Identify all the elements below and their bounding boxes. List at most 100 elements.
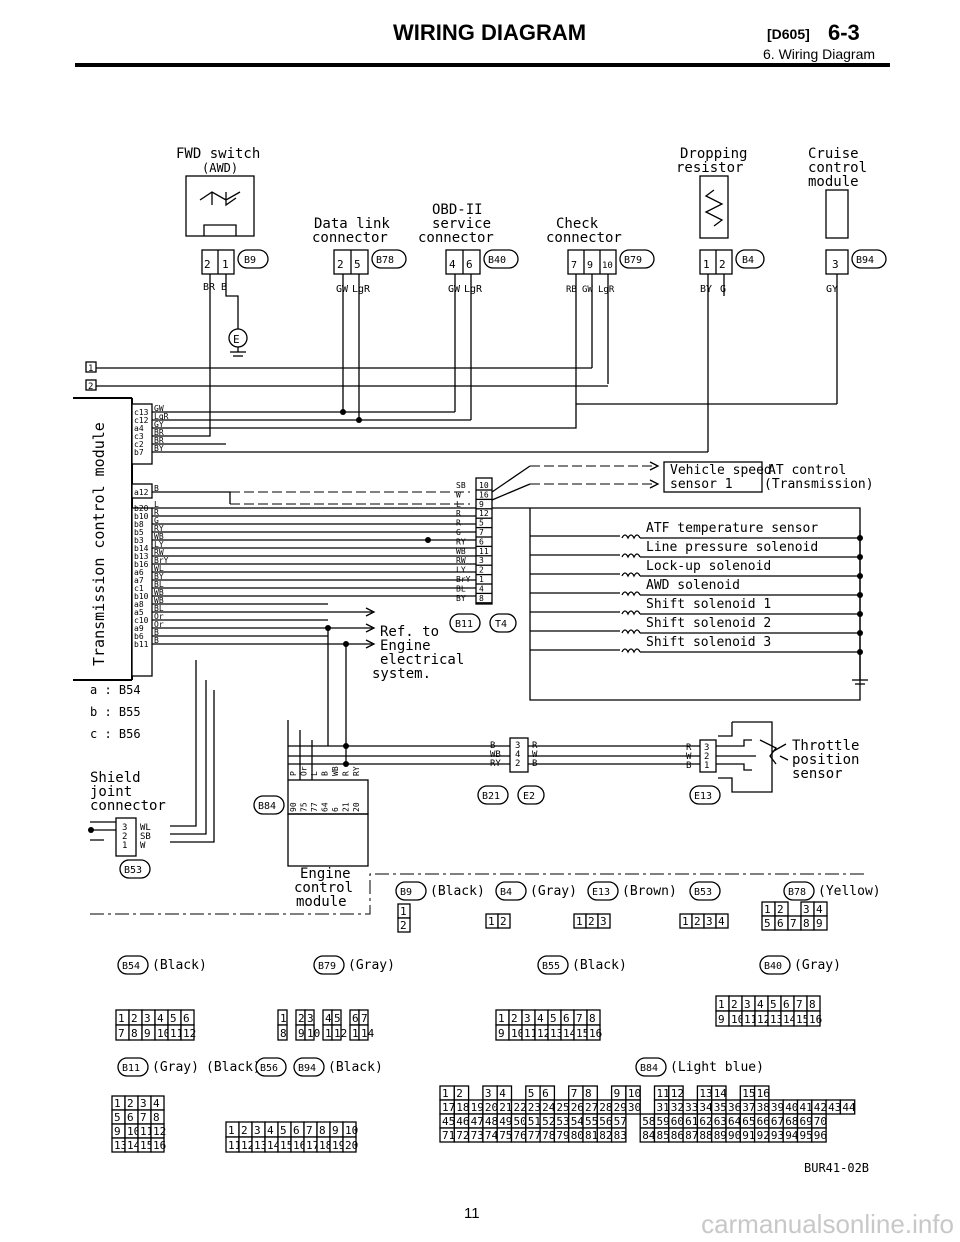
- legend-b84-grid-cell: 29: [614, 1101, 627, 1114]
- b84-pin-2: 77: [310, 802, 319, 812]
- legend-b56-grid-cell: 9: [332, 1124, 339, 1137]
- legend-b94-tag: B94: [293, 1057, 325, 1077]
- legend-b84-grid-cell: 82: [599, 1129, 612, 1142]
- legend-b54-grid-cell: 8: [131, 1027, 138, 1040]
- b21-right-color-1: W: [532, 750, 538, 760]
- tcm-pin-14: b16: [134, 560, 149, 569]
- legend-b54-grid-cell: 10: [157, 1027, 170, 1040]
- b11-pin-0: 10: [479, 481, 489, 490]
- dropping-label-2: resistor: [676, 160, 743, 176]
- legend-b84-grid-cell: 26: [571, 1101, 584, 1114]
- legend-e13-grid-cell: 1: [576, 915, 583, 928]
- legend-b84-grid-cell: 69: [800, 1115, 813, 1128]
- engine-label-2: control: [294, 880, 353, 896]
- b84-wire-color-6: RY: [352, 766, 361, 776]
- tcm-wire-color-3: BR: [154, 428, 164, 437]
- legend-b55-grid-cell: 1: [498, 1012, 505, 1025]
- b11-wire-color-8: RW: [456, 556, 466, 565]
- legend-b55-grid-cell: 9: [498, 1027, 505, 1040]
- bus-2: 2: [85, 379, 608, 392]
- legend-b11-grid-cell: 10: [127, 1125, 140, 1138]
- shield-wire-color-1: SB: [140, 832, 151, 842]
- dropping-label-1: Dropping: [680, 146, 747, 162]
- legend-b84-grid-cell: 64: [728, 1115, 742, 1128]
- dropping-wire-by: BY: [700, 284, 712, 295]
- b78-tag: B78: [371, 249, 407, 269]
- legend-b84-grid-cell: 68: [785, 1115, 798, 1128]
- legend-b84-grid-cell: 83: [614, 1129, 627, 1142]
- legend-b84-grid-cell: 32: [671, 1101, 684, 1114]
- tcm-wire-color-2: GY: [154, 420, 164, 429]
- legend-b84-grid-cell: 4: [499, 1087, 506, 1100]
- fwd-switch-symbol: [185, 175, 255, 237]
- t4-tag: T4: [489, 613, 517, 633]
- b11-wire-color-2: L: [456, 500, 461, 509]
- svg-text:B94: B94: [856, 255, 874, 266]
- legend-b84-grid-cell: 87: [685, 1129, 698, 1142]
- b9-tag: B9: [237, 249, 269, 269]
- legend-b11-grid-cell: 3: [140, 1097, 147, 1110]
- solenoid-coil-1: [621, 553, 641, 559]
- svg-text:B4: B4: [742, 255, 754, 266]
- legend-e13-tag: E13: [587, 881, 619, 901]
- connector-key-2: c : B56: [90, 727, 141, 741]
- b11-wire-color-0: SB: [456, 481, 466, 490]
- svg-text:6: 6: [466, 258, 473, 271]
- b9-pin-2: 2: [204, 258, 211, 271]
- svg-text:B84: B84: [258, 801, 276, 812]
- legend-b78-grid-cell: 9: [816, 917, 823, 930]
- bus-1: 1: [85, 361, 592, 374]
- legend-b55-grid-cell: 11: [524, 1027, 537, 1040]
- legend-b56-grid-cell: 7: [306, 1124, 313, 1137]
- svg-text:9: 9: [587, 260, 593, 271]
- legend-b11-grid-cell: 11: [140, 1125, 153, 1138]
- legend-b11-grid-cell: 4: [153, 1097, 160, 1110]
- tcm-wire-color-1: LgR: [154, 412, 169, 421]
- b84-pin-1: 75: [300, 802, 309, 812]
- b11-pin-3: 12: [479, 509, 489, 518]
- data-link-label-2: connector: [312, 230, 388, 246]
- resistor-zigzag: [704, 189, 724, 227]
- svg-text:B4: B4: [500, 887, 512, 898]
- legend-b11-color: (Gray): [152, 1060, 199, 1075]
- legend-b54-grid-cell: 7: [118, 1027, 125, 1040]
- cruise-label-2: control: [808, 160, 867, 176]
- legend-b11-grid-cell: 14: [127, 1139, 141, 1152]
- b11-pin-5: 7: [479, 528, 484, 537]
- solenoid-label-5: Shift solenoid 2: [646, 616, 771, 631]
- legend-b11-grid-cell: 9: [114, 1125, 121, 1138]
- legend-b84-grid-cell: 77: [528, 1129, 541, 1142]
- legend-b40-grid-cell: 1: [718, 998, 725, 1011]
- svg-text:E13: E13: [592, 887, 610, 898]
- tcm-pin-5: b7: [134, 448, 144, 457]
- legend-b84-grid-cell: 19: [471, 1101, 484, 1114]
- legend-b84-grid-cell: 23: [528, 1101, 541, 1114]
- legend-b84-grid-cell: 43: [828, 1101, 841, 1114]
- tcm-wire-color-22: Or: [154, 620, 164, 629]
- legend-b78-grid-cell: 7: [790, 917, 797, 930]
- b4-tag: B4: [735, 249, 765, 269]
- at-control-label-1: AT control: [768, 463, 846, 478]
- legend-b40-grid-cell: 11: [744, 1013, 757, 1026]
- legend-b84-grid-cell: 91: [742, 1129, 755, 1142]
- svg-text:sensor 1: sensor 1: [670, 477, 733, 492]
- legend-b84-grid-cell: 81: [585, 1129, 598, 1142]
- svg-text:E: E: [233, 333, 240, 346]
- tcm-pin-21: c10: [134, 616, 149, 625]
- svg-text:B53: B53: [694, 887, 712, 898]
- tcm-pin-6: a12: [134, 488, 149, 497]
- b21-connector: [509, 737, 529, 773]
- ref-engine-line-4: system.: [372, 666, 431, 682]
- legend-e13-grid-cell: 3: [600, 915, 607, 928]
- solenoid-label-4: Shift solenoid 1: [646, 597, 771, 612]
- legend-b54-grid-cell: 4: [157, 1012, 164, 1025]
- tcm-wire-color-24: B: [154, 636, 159, 645]
- legend-b84-grid-cell: 15: [742, 1087, 755, 1100]
- legend-b40-grid-cell: 8: [809, 998, 816, 1011]
- page-title: WIRING DIAGRAM: [393, 20, 587, 45]
- legend-b79-grid-cell: 7: [361, 1012, 368, 1025]
